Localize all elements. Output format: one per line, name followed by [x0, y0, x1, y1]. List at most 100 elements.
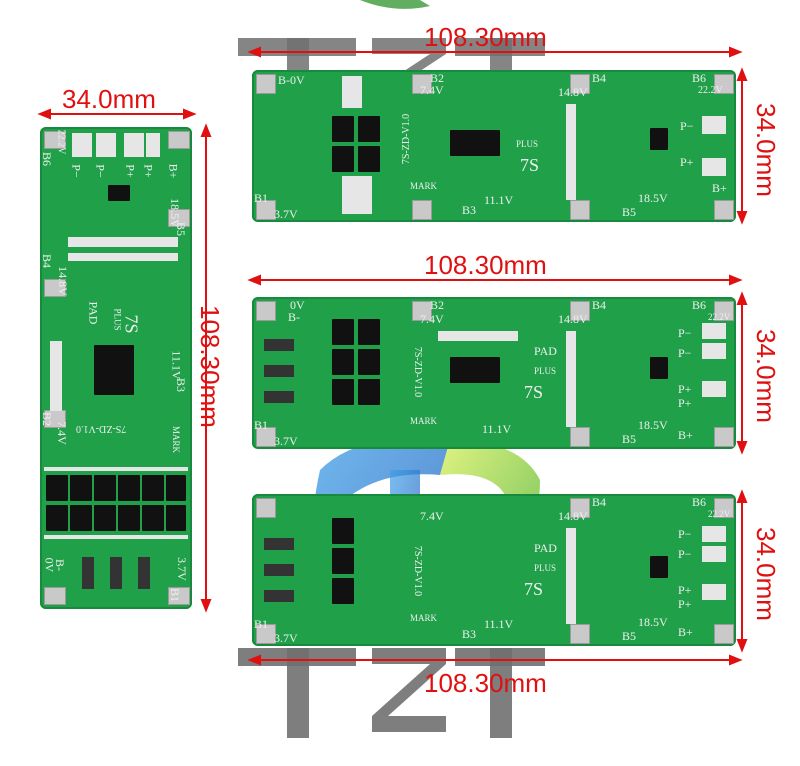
corner-pad — [714, 624, 734, 644]
label-b0v: B-0V — [278, 73, 305, 87]
p-pad — [702, 323, 726, 339]
mosfet — [166, 475, 186, 501]
label-0v: 0V — [290, 298, 305, 312]
resistor — [264, 365, 294, 377]
label-p-plus: P+ — [678, 382, 692, 396]
ic-chip — [650, 357, 668, 379]
smd-row — [438, 331, 518, 341]
corner-pad — [256, 427, 276, 447]
label-b-minus: B- — [288, 310, 300, 324]
label-b1: B1 — [254, 191, 269, 205]
ic-chip — [94, 345, 134, 395]
label-plus: PLUS — [516, 139, 539, 149]
mosfet — [46, 505, 68, 531]
resistor — [264, 339, 294, 351]
label-p-plus: P+ — [678, 396, 692, 410]
label-p-minus: P− — [678, 547, 692, 561]
smd-column — [342, 176, 372, 214]
corner-pad — [714, 498, 734, 518]
label-version: 7S-ZD-V1.0 — [412, 346, 424, 398]
label-222v: 22.2V — [708, 509, 731, 519]
label-version: 7S-ZD-V1.0 — [401, 113, 413, 165]
label-b-plus: B+ — [712, 181, 727, 195]
corner-pad — [570, 200, 590, 220]
ic-chip — [650, 128, 668, 150]
smd-row — [50, 341, 62, 411]
corner-pad — [412, 301, 432, 321]
mosfet — [118, 505, 140, 531]
label-b5: B5 — [622, 629, 637, 643]
resistor — [264, 538, 294, 550]
label-148v: 14.8V — [558, 509, 588, 523]
resistor — [138, 557, 150, 589]
corner-pad — [570, 624, 590, 644]
mosfet — [332, 319, 354, 345]
ic-chip — [650, 556, 668, 578]
mosfet — [358, 349, 380, 375]
corner-pad — [570, 301, 590, 321]
mosfet — [46, 475, 68, 501]
label-b4: B4 — [592, 495, 607, 509]
label-p-minus: P− — [678, 346, 692, 360]
label-37v: 3.7V — [274, 207, 298, 221]
label-version: 7S-ZD-V1.0 — [412, 545, 424, 597]
label-p-minus: P− — [678, 326, 692, 340]
label-b3: B3 — [462, 627, 477, 641]
mosfet — [118, 475, 140, 501]
label-222v: 22.2V — [698, 85, 723, 96]
corner-pad — [44, 279, 66, 297]
mosfet — [332, 146, 354, 172]
mosfet — [332, 548, 354, 574]
mosfet — [358, 146, 380, 172]
label-p-plus: P+ — [680, 155, 694, 169]
mosfet — [332, 116, 354, 142]
corner-pad — [168, 209, 190, 227]
bottom-width-label: 108.30mm — [424, 668, 547, 698]
mosfet — [332, 349, 354, 375]
label-7s: 7S — [520, 155, 540, 175]
label-pad: PAD — [534, 344, 557, 358]
p-pad — [124, 133, 144, 157]
pcb-board-bottom: B1 3.7V 7.4V 7S-ZD-V1.0 MARK B3 11.1V PA… — [252, 494, 736, 646]
top-width-label: 108.30mm — [424, 22, 547, 52]
corner-pad — [412, 74, 432, 94]
corner-pad — [44, 587, 66, 605]
ic-chip — [108, 185, 130, 201]
p-pad — [702, 158, 726, 176]
mosfet — [94, 475, 116, 501]
resistor — [264, 391, 294, 403]
mosfet — [142, 505, 164, 531]
label-37v: 3.7V — [274, 631, 298, 645]
smd-column — [342, 76, 362, 108]
label-74v: 7.4V — [420, 312, 444, 326]
label-148v: 14.8V — [558, 85, 588, 99]
label-mark: MARK — [410, 416, 438, 426]
mosfet — [142, 475, 164, 501]
smd-row — [68, 253, 178, 261]
p-pad — [96, 133, 116, 157]
mosfet — [358, 379, 380, 405]
label-111v: 11.1V — [484, 617, 514, 631]
label-plus: PLUS — [534, 366, 557, 376]
corner-pad — [256, 200, 276, 220]
p-pad — [702, 584, 726, 600]
label-b1: B1 — [254, 418, 269, 432]
label-b4: B4 — [592, 298, 607, 312]
p-pad — [702, 343, 726, 359]
label-185v: 18.5V — [638, 615, 668, 629]
label-185v: 18.5V — [638, 418, 668, 432]
corner-pad — [714, 74, 734, 94]
p-pad — [72, 133, 92, 157]
ic-chip — [450, 357, 500, 383]
corner-pad — [256, 624, 276, 644]
corner-pad — [570, 498, 590, 518]
smd-row — [44, 535, 188, 539]
corner-pad — [714, 200, 734, 220]
label-b1: B1 — [254, 617, 269, 631]
label-37v: 3.7V — [274, 434, 298, 448]
label-222v: 22.2V — [708, 312, 731, 322]
label-111v: 11.1V — [484, 193, 514, 207]
label-p-minus: P− — [678, 527, 692, 541]
pcb-board-vertical: B6 P− P− P+ P+ B+ 22.2V 18.5V B5 B4 14.8… — [40, 127, 192, 609]
label-p-plus: P+ — [678, 597, 692, 611]
